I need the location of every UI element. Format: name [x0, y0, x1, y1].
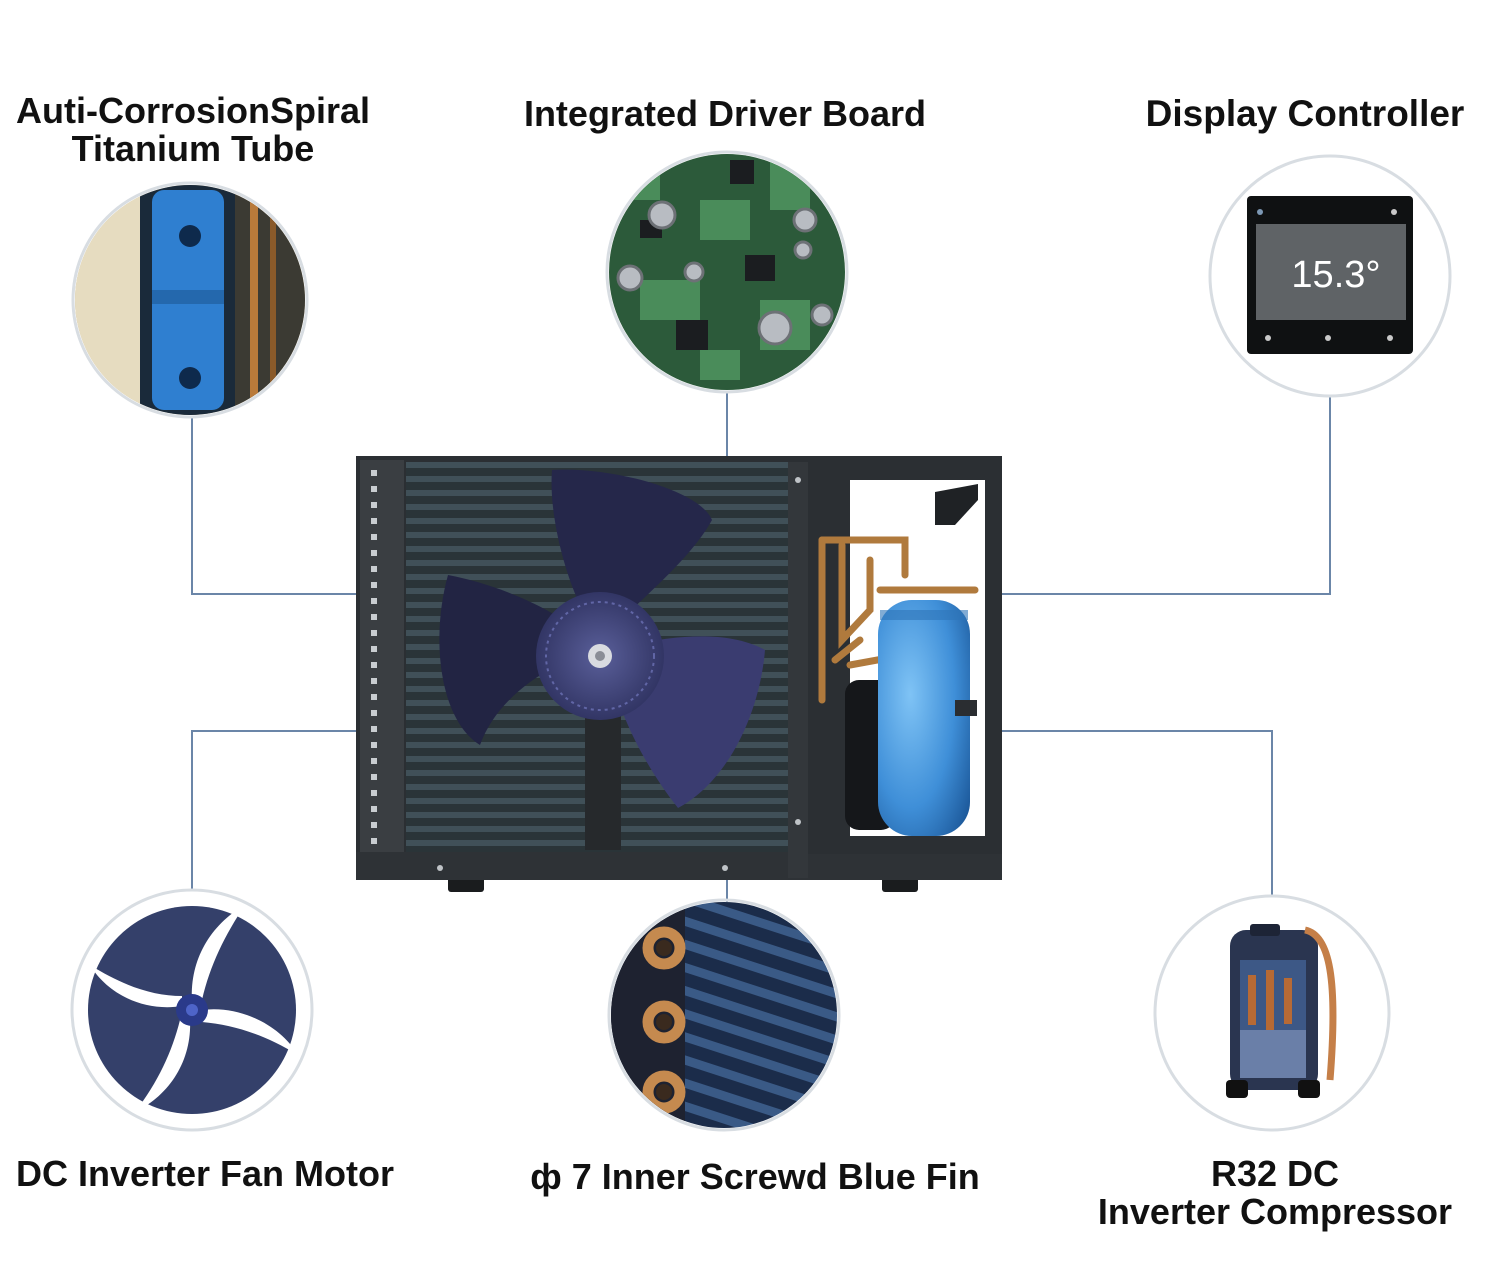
label-compressor-line2: Inverter Compressor [1097, 1190, 1453, 1232]
callout-fan-motor [70, 888, 314, 1132]
connector-compressor [975, 730, 1273, 895]
label-fan-motor: DC Inverter Fan Motor [15, 1153, 395, 1194]
callout-compressor [1153, 894, 1391, 1132]
label-titanium-tube-line2: Titanium Tube [71, 127, 315, 169]
connector-display-controller [960, 396, 1331, 595]
controller-screen [1256, 224, 1406, 320]
side-rail-holes [371, 470, 377, 844]
label-titanium-tube: Auti-CorrosionSpiral Titanium Tube [8, 92, 378, 168]
controller-reading: 15.3° [1291, 254, 1380, 296]
callout-display-controller: 15.3° [1208, 154, 1452, 398]
unit-bottom-rail [356, 852, 1002, 880]
label-titanium-tube-line1: Auti-CorrosionSpiral [15, 90, 370, 131]
label-compressor: R32 DC Inverter Compressor [1080, 1155, 1470, 1231]
unit-divider-post [788, 462, 808, 878]
heat-pump-unit [356, 456, 1002, 892]
fan-assembly [439, 469, 765, 850]
compressor-body [878, 600, 970, 836]
callout-blue-fin [607, 898, 841, 1132]
callout-driver-board [605, 150, 849, 394]
label-compressor-line1: R32 DC [1210, 1153, 1340, 1194]
unit-side-rail [360, 460, 404, 878]
label-driver-board: Integrated Driver Board [523, 93, 927, 134]
fan-blade-left [439, 575, 600, 745]
label-display-controller: Display Controller [1145, 93, 1465, 134]
label-blue-fin: ф 7 Inner Screwd Blue Fin [530, 1156, 980, 1197]
callout-titanium-tube [71, 181, 309, 419]
